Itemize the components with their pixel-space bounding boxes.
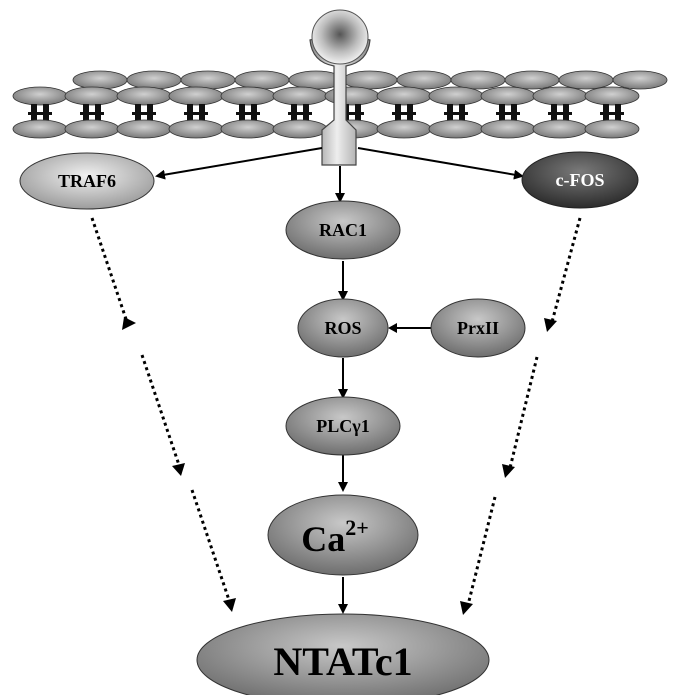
rac1-label: RAC1 [319, 220, 367, 240]
lipid-head-bottom [376, 119, 432, 139]
receptor [309, 9, 371, 166]
lipid-head-back [234, 70, 290, 90]
ca-label: Ca2+ [301, 515, 369, 559]
lipid-head-top [324, 86, 380, 106]
lipid-tail-bridge [80, 112, 104, 115]
lipid-head-top [376, 86, 432, 106]
traf6-node: TRAF6 [19, 152, 155, 210]
lipid-head-bottom [584, 119, 640, 139]
lipid-head-top [64, 86, 120, 106]
lipid-head-bottom [532, 119, 588, 139]
lipid-head-top [532, 86, 588, 106]
lipid-head-back [126, 70, 182, 90]
lipid-head-back [450, 70, 506, 90]
rac1-node: RAC1 [285, 200, 401, 260]
plcg1-label: PLCγ1 [316, 416, 369, 436]
prxii-label: PrxII [457, 318, 499, 338]
inhibition-prxii-to-ros [388, 323, 432, 333]
lipid-head-top [272, 86, 328, 106]
prxii-node: PrxII [430, 298, 526, 358]
lipid-head-back [558, 70, 614, 90]
ros-node: ROS [297, 298, 389, 358]
dotted-arrow-traf6-2 [140, 354, 185, 476]
lipid-tail-bridge [392, 112, 416, 115]
cfos-label: c-FOS [556, 170, 605, 190]
ca-base: Ca [301, 519, 345, 559]
lipid-head-bottom [480, 119, 536, 139]
lipid-head-back [180, 70, 236, 90]
lipid-head-back [342, 70, 398, 90]
lipid-head-bottom [64, 119, 120, 139]
ntatc1-label: NTATc1 [273, 639, 412, 684]
ntatc1-node: NTATc1 [196, 613, 490, 695]
lipid-head-top [428, 86, 484, 106]
arrow-receptor-to-cfos [357, 147, 524, 180]
lipid-head-top [480, 86, 536, 106]
lipid-head-bottom [12, 119, 68, 139]
lipid-head-bottom [220, 119, 276, 139]
lipid-head-bottom [272, 119, 328, 139]
lipid-head-top [168, 86, 224, 106]
lipid-head-top [116, 86, 172, 106]
lipid-tail-bridge [288, 112, 312, 115]
lipid-tail-bridge [600, 112, 624, 115]
arrow-receptor-to-traf6 [155, 147, 323, 180]
dotted-arrow-traf6-3 [190, 489, 236, 612]
lipid-tail-bridge [548, 112, 572, 115]
ros-label: ROS [324, 318, 361, 338]
lipid-head-back [612, 70, 668, 90]
cell-membrane [12, 70, 668, 139]
plcg1-node: PLCγ1 [285, 396, 401, 456]
lipid-head-back [396, 70, 452, 90]
dotted-arrow-cfos-1 [544, 217, 582, 332]
traf6-label: TRAF6 [58, 171, 116, 191]
lipid-tail-bridge [496, 112, 520, 115]
lipid-head-top [12, 86, 68, 106]
lipid-head-bottom [168, 119, 224, 139]
lipid-head-top [584, 86, 640, 106]
dotted-arrow-traf6-1 [90, 217, 136, 330]
lipid-head-back [72, 70, 128, 90]
lipid-head-bottom [428, 119, 484, 139]
dotted-arrow-cfos-3 [460, 496, 497, 615]
ca-superscript: 2+ [345, 515, 369, 540]
lipid-head-bottom [116, 119, 172, 139]
dotted-arrow-cfos-2 [502, 356, 539, 478]
lipid-tail-bridge [184, 112, 208, 115]
lipid-tail-bridge [340, 112, 364, 115]
lipid-head-back [504, 70, 560, 90]
lipid-tail-bridge [132, 112, 156, 115]
lipid-tail-bridge [444, 112, 468, 115]
ca-node: Ca2+ [267, 494, 419, 576]
cfos-node: c-FOS [521, 151, 639, 209]
lipid-tail-bridge [28, 112, 52, 115]
lipid-head-top [220, 86, 276, 106]
lipid-tail-bridge [236, 112, 260, 115]
